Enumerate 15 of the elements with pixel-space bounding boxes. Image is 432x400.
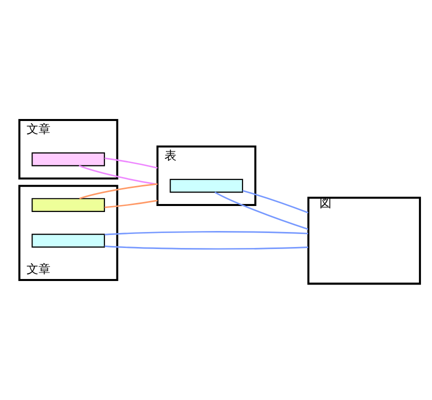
connector — [78, 165, 158, 186]
connector — [104, 246, 308, 250]
cluster: 文章 — [18, 118, 118, 180]
node-box — [170, 178, 244, 193]
cluster: 文章 — [18, 184, 118, 282]
node-box — [32, 152, 105, 166]
connector — [79, 183, 158, 200]
connector — [104, 158, 158, 169]
node-box — [32, 198, 105, 212]
connector — [214, 192, 308, 230]
cluster: 表 — [156, 146, 256, 206]
connector — [104, 231, 308, 236]
connector — [242, 190, 308, 214]
node-box — [32, 234, 105, 248]
connector — [104, 200, 158, 208]
